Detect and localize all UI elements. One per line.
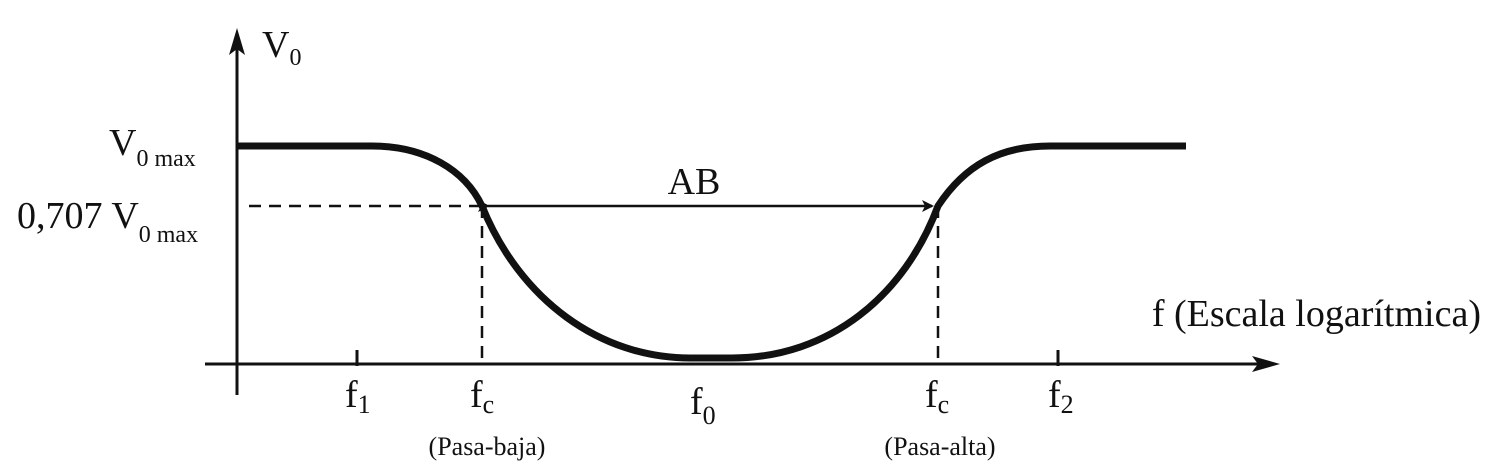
x-axis-arrow: [1252, 356, 1280, 372]
v707-label: 0,707 V0 max: [17, 195, 198, 248]
vmax-label: V0 max: [109, 122, 196, 172]
tick-label-f1: f1: [345, 374, 371, 419]
x-axis-label: f (Escala logarítmica): [1152, 293, 1481, 335]
tick-label-f0: f0: [690, 381, 716, 430]
tick-label-fc-low: fc: [470, 374, 494, 419]
y-axis-arrow: [229, 28, 245, 55]
y-axis-label: V0: [262, 24, 301, 71]
tick-label-fc-high: fc: [925, 374, 949, 419]
response-curve: [237, 142, 1186, 362]
bandwidth-label: AB: [668, 161, 721, 203]
tick-label-f2: f2: [1048, 374, 1074, 419]
fc-high-note: (Pasa-alta): [884, 432, 995, 461]
fc-low-note: (Pasa-baja): [429, 432, 546, 461]
